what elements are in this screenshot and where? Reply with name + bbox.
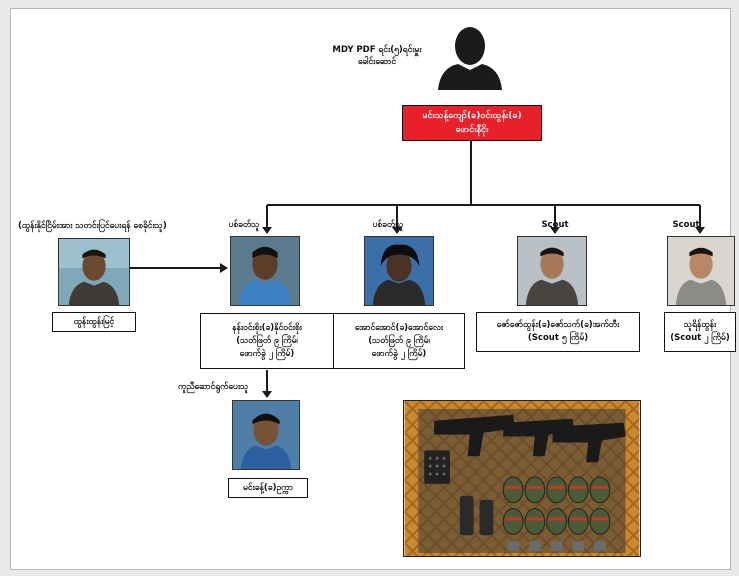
helper-role: ကူညီဆောင်ရွက်ပေးသူ	[178, 382, 249, 392]
member-1-name: နန်းဝင်းစိုး(ခ)နိုင်ဝင်းစိုး (သတ်ဖြတ် ၉ …	[232, 322, 302, 359]
informant-name-box: ထွန်းထွန်းမြင့်	[52, 312, 136, 332]
member-4-name: သူရိန်ထွန်း (Scout ၂ ကြိမ်)	[670, 320, 730, 343]
member-3-name: ဇော်ဇော်ထွန်း(ခ)ဇော်သက်(ခ)အက်တီး (Scout …	[496, 320, 620, 343]
helper-name-box: မင်းခန့်(ခ)ဥက္ကာ	[228, 478, 308, 498]
leader-title: MDY PDF ရင်း(၅)ရင်းမှူး ခေါင်းဆောင်	[332, 45, 422, 67]
informant-name: ထွန်းထွန်းမြင့်	[73, 316, 115, 327]
helper-photo	[232, 400, 300, 470]
leader-avatar-silhouette	[432, 20, 508, 90]
leader-name-box: မင်းသန့်ကျော်(ခ)ဝင်းထွန်း(ခ) ဖောင်းနီငို…	[402, 105, 542, 141]
helper-name: မင်းခန့်(ခ)ဥက္ကာ	[243, 482, 293, 493]
member-1-name-box: နန်းဝင်းစိုး(ခ)နိုင်ဝင်းစိုး (သတ်ဖြတ် ၉ …	[200, 313, 334, 369]
member-1-photo	[230, 236, 300, 306]
informant-photo	[58, 238, 130, 306]
informant-note: (ထွန်းနိုင်ငြိမ်းအား သတင်းပြင်ပေးရန် စေခ…	[18, 221, 167, 231]
member-3-role: Scout	[541, 220, 569, 230]
member-2-name: အောင်အောင်(ခ)အောင်လေး (သတ်ဖြတ် ၉ ကြိမ်၊ …	[354, 322, 444, 359]
member-4-photo	[667, 236, 735, 306]
member-2-name-box: အောင်အောင်(ခ)အောင်လေး (သတ်ဖြတ် ၉ ကြိမ်၊ …	[333, 313, 465, 369]
member-2-photo	[364, 236, 434, 306]
member-4-role: Scout	[672, 220, 700, 230]
member-4-name-box: သူရိန်ထွန်း (Scout ၂ ကြိမ်)	[664, 312, 736, 352]
member-3-name-box: ဇော်ဇော်ထွန်း(ခ)ဇော်သက်(ခ)အက်တီး (Scout …	[476, 312, 640, 352]
member-1-role: ပစ်ခတ်သူ	[228, 220, 260, 230]
member-3-photo	[517, 236, 587, 306]
seized-weapons-photo	[403, 400, 641, 557]
member-2-role: ပစ်ခတ်သူ	[372, 220, 404, 230]
